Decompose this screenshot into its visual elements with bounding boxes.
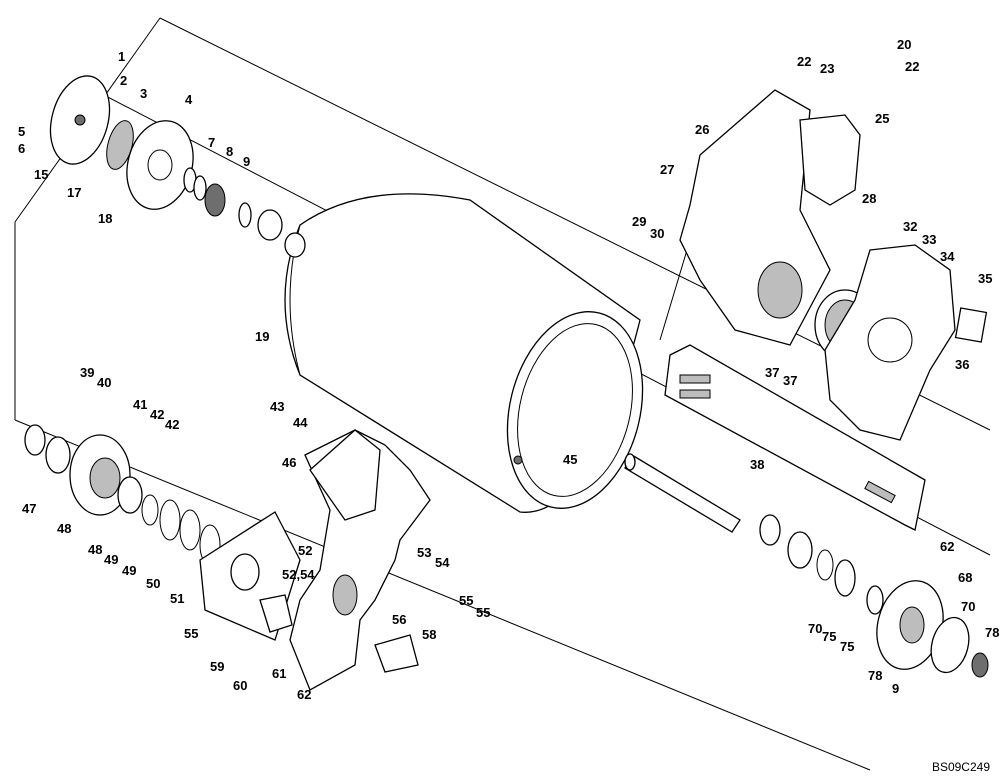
callout-62-left: 52,54 <box>282 567 315 582</box>
callout-49-top: 35 <box>978 271 993 286</box>
callout-20: 78 <box>985 625 1000 640</box>
callout-62-right: 36 <box>955 357 970 372</box>
callout-37-top: 34 <box>940 249 955 264</box>
callout-68: 22 <box>797 54 812 69</box>
callout-3: 55 <box>184 626 199 641</box>
callout-27: 45 <box>563 452 578 467</box>
callout-6: 15 <box>34 167 49 182</box>
left-lower-hub <box>24 424 221 566</box>
callout-9-right: 78 <box>868 668 883 683</box>
callout-18: 49 <box>122 563 137 578</box>
callout-17: 9 <box>892 681 900 696</box>
callout-36: 41 <box>133 397 148 412</box>
callout-28: 53 <box>417 545 432 560</box>
callout-58: 5 <box>18 124 26 139</box>
callout-44: 37 <box>783 373 798 388</box>
callout-37-low: 55 <box>476 605 491 620</box>
side-frame-left <box>289 429 431 691</box>
callout-38: 60 <box>233 678 248 693</box>
callout-42-right: 68 <box>958 570 973 585</box>
callout-75-right: 75 <box>840 639 855 654</box>
callout-34: 40 <box>97 375 112 390</box>
plate-3 <box>199 511 301 641</box>
callout-26: 52 <box>298 543 313 558</box>
callout-9: 18 <box>98 211 113 226</box>
callout-1: 19 <box>255 329 270 344</box>
callout-22-low: 48 <box>88 542 103 557</box>
callout-41: 1 <box>118 49 126 64</box>
callout-23: 32 <box>903 219 918 234</box>
callout-78-mid: 43 <box>270 399 285 414</box>
callout-78-top: 20 <box>897 37 912 52</box>
axle-shaft <box>624 453 741 533</box>
callout-50: 55 <box>459 593 474 608</box>
callout-55-low: 44 <box>293 415 308 430</box>
callout-75: 7 <box>208 135 216 150</box>
callout-4: 38 <box>750 457 765 472</box>
callout-46: 27 <box>660 162 675 177</box>
callout-43: 42 <box>165 417 180 432</box>
callout-19: 58 <box>422 627 437 642</box>
callout-7: 17 <box>67 185 82 200</box>
callout-48-low: 46 <box>282 455 297 470</box>
callout-52-54: 70 <box>961 599 976 614</box>
callout-40: 54 <box>435 555 450 570</box>
callout-70-right: 75 <box>822 629 837 644</box>
callout-54: 3 <box>140 86 148 101</box>
callout-52: 2 <box>120 73 128 88</box>
callout-8: 61 <box>272 666 287 681</box>
callout-49-low: 59 <box>210 659 225 674</box>
callout-53: 23 <box>820 61 835 76</box>
callout-42: 4 <box>185 92 193 107</box>
drum-shell <box>284 193 644 513</box>
callout-39: 62 <box>297 687 312 702</box>
callout-45: 29 <box>632 214 647 229</box>
callout-29: 50 <box>146 576 161 591</box>
callout-61: 6 <box>18 141 26 156</box>
callout-35: 9 <box>243 154 251 169</box>
plate-15 <box>824 244 988 441</box>
callout-60: 49 <box>104 552 119 567</box>
callout-70: 8 <box>226 144 234 159</box>
callout-30: 51 <box>170 591 185 606</box>
callout-59: 56 <box>392 612 407 627</box>
beam-4 <box>664 344 926 531</box>
callout-55-mid: 37 <box>765 365 780 380</box>
callout-15: 33 <box>922 232 937 247</box>
callout-32: 39 <box>80 365 95 380</box>
callout-56: 30 <box>650 226 665 241</box>
left-upper-hub <box>49 75 306 258</box>
callout-33: 70 <box>808 621 823 636</box>
callout-47: 28 <box>862 191 877 206</box>
right-lower-hub <box>759 514 989 678</box>
callout-51: 42 <box>150 407 165 422</box>
callout-22-top: 47 <box>22 501 37 516</box>
drawing-code: BS09C249 <box>931 760 990 774</box>
callout-5: 48 <box>57 521 72 536</box>
callout-55-top: 22 <box>905 59 920 74</box>
callout-48-top: 25 <box>875 111 890 126</box>
callout-25: 62 <box>940 539 955 554</box>
callout-2: 26 <box>695 122 710 137</box>
